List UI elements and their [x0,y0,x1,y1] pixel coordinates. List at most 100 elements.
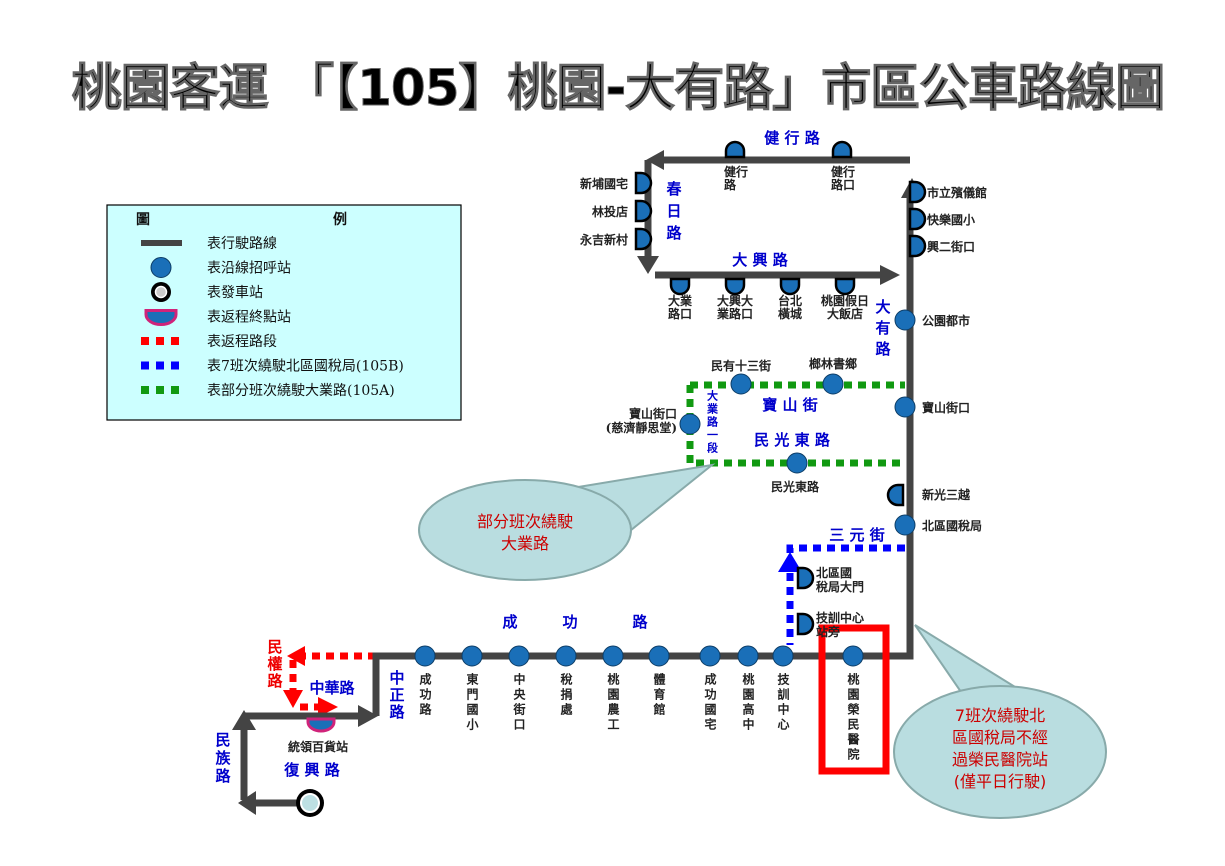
dotted-line-icon [156,386,164,394]
arrow-left-icon [287,646,305,666]
green-dotted-route [686,385,905,467]
return-stop-marker [796,566,815,590]
arrow-right-icon [318,697,338,717]
stop-label: 大業 [668,293,693,308]
stop-label: 公園都市 [922,313,970,328]
stop-label: 路口 [831,177,855,192]
stop-label: 永吉新村 [579,232,628,247]
arrow-right-icon [358,705,378,727]
arrow-down-icon [283,690,303,708]
arrow-up-icon [778,552,802,572]
return-stop-marker [796,612,815,636]
stop-label: 稅局大門 [816,579,864,594]
stop-marker [894,309,916,331]
callout-text: 部分班次繞駛 [477,512,573,531]
stop-label: 新光三越 [922,487,971,502]
return-stop-marker [831,140,853,159]
callout-text: 區國稅局不經 [952,728,1048,747]
stop-marker [699,645,721,667]
callout-text: 7班次繞駛北 [955,706,1045,725]
road-label: 中華路 [309,679,355,697]
arrow-left-icon [646,150,664,170]
road-label: 成 [502,613,517,631]
stop-marker [648,645,670,667]
stop-label: 新埔國宅 [580,176,628,191]
return-stop-marker [634,199,653,223]
stop-label: 榔林書鄉 [809,356,857,371]
stop-label: 北區國 [816,565,852,580]
route-line-icon [141,240,182,246]
stops [296,140,927,817]
stop-label: (慈濟靜思堂) [606,420,677,435]
stop-marker [555,645,577,667]
stop-marker [602,645,624,667]
stop-label: 業路口 [716,306,753,321]
arrow-down-icon [637,256,659,274]
main-route [372,190,914,716]
legend-label: 表發車站 [207,284,263,301]
stop-marker [786,452,808,474]
return-stop-marker [779,277,801,296]
stop-marker [730,373,752,395]
return-stop-marker [724,140,746,159]
stop-marker [508,645,530,667]
road-label: 大 興 路 [732,251,788,269]
callout-bubble [893,685,1107,819]
stop-label: 民有十三街 [711,358,771,373]
arrow-right-icon [880,265,900,285]
stop-label: 民光東路 [771,479,820,494]
return-stop-marker [669,277,691,296]
callout-text: (僅平日行駛) [954,772,1047,791]
legend-label: 表7班次繞駛北區國稅局(105B) [207,359,404,375]
return-stop-marker [908,180,927,204]
stop-marker [894,396,916,418]
return-stop-marker [724,277,746,296]
dotted-line-icon [141,337,149,345]
return-terminal-marker [306,717,336,733]
dotted-line-icon [171,386,179,394]
return-terminal-bowl-icon [144,309,178,326]
road-label: 寶 山 街 [762,396,817,414]
dotted-line-icon [171,361,179,370]
legend: 圖例表行駛路線表沿線招呼站表發車站表返程終點站表返程路段表7班次繞駛北區國稅局(… [106,204,462,421]
return-terminal-label: 統領百貨站 [288,739,348,754]
stop-marker [772,645,794,667]
terminal-marker [300,793,320,813]
stop-label: 快樂國小 [927,212,975,227]
arrow-up-icon [232,710,256,730]
legend-label: 表沿線招呼站 [207,261,291,277]
stop-marker [461,645,483,667]
stop-label: 健行 [724,164,748,179]
legend-label: 表返程終點站 [207,310,291,326]
stop-label: 路口 [668,306,692,321]
stop-label: 寶山街口 [922,400,970,415]
stop-label: 北區國稅局 [922,518,982,533]
page-title: 桃園客運 「【105】桃園-大有路」市區公車路線圖 [72,59,1165,117]
stop-label: 興二街口 [927,239,975,254]
stop-label: 林投店 [592,204,628,219]
return-stop-marker [634,227,653,251]
road-label: 復 興 路 [283,761,340,779]
road-label: 功 [562,613,577,631]
callout-text: 過榮民醫院站 [952,750,1048,769]
stop-label: 寶山街口 [629,406,677,421]
highlight-box [818,624,890,775]
legend-label: 表返程路段 [207,334,277,350]
stop-label: 台北 [778,293,802,308]
road-label: 健 行 路 [764,129,820,147]
stop-label: 桃園假日 [821,293,869,308]
stop-marker [414,645,436,667]
return-stop-marker [886,483,905,507]
road-label: 三 元 街 [829,526,884,544]
labels: 公園都市寶山街口北區國稅局市立殯儀館快樂國小興二街口新光三越健行路健行路口新埔國… [283,129,1107,819]
legend-label: 表部分班次繞駛大業路(105A) [207,383,395,399]
legend-label: 表行駛路線 [207,236,277,252]
road-label: 路 [632,613,648,631]
stop-marker [822,373,844,395]
legend-header: 圖 [136,211,150,228]
dotted-line-icon [171,337,179,345]
stop-label: 市立殯儀館 [927,185,987,200]
stop-label: 路 [724,177,737,192]
return-stop-marker [834,277,856,296]
